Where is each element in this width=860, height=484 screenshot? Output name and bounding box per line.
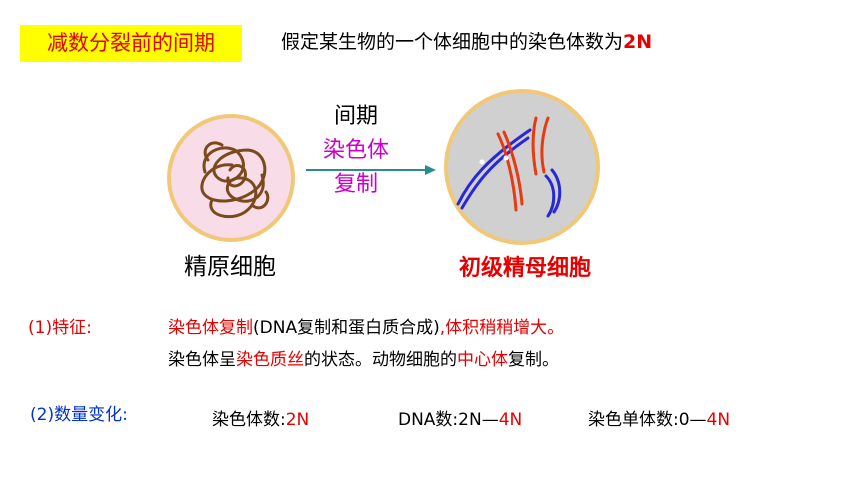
dna-count: 4N (498, 410, 523, 430)
left-cell-label: 精原细胞 (184, 254, 276, 280)
section-title: 减数分裂前的间期 (20, 25, 242, 62)
chromatin-threads (200, 141, 270, 219)
chromatid-count: 4N (706, 410, 731, 430)
features-line2: 染色体呈染色质丝的状态。动物细胞的中心体复制。 (168, 350, 559, 370)
cell-diagram (167, 89, 600, 245)
feature-dna-protein: (DNA复制和蛋白质合成) (253, 318, 440, 338)
premise-label: 假定某生物的一个体细胞中的染色体数为 (281, 31, 624, 53)
replication-arrow (306, 165, 436, 175)
feature-size: ,体积稍稍增大。 (439, 318, 565, 338)
feature-chromatin: 染色质丝 (236, 350, 304, 370)
process-label-line1: 染色体 (322, 138, 389, 163)
quantity-chromosome: 染色体数:2N (212, 410, 310, 430)
quantity-dna: DNA数:2N—4N (398, 410, 523, 430)
chromosome-count: 2N (285, 410, 310, 430)
spermatogonium-cell (167, 114, 295, 242)
feature-centrosome: 中心体 (457, 350, 508, 370)
premise-value: 2N (623, 31, 653, 53)
quantity-label: (2)数量变化: (30, 405, 128, 425)
feature-replication: 染色体复制 (168, 318, 253, 338)
features-label: (1)特征: (28, 318, 92, 338)
features-line1: 染色体复制(DNA复制和蛋白质合成),体积稍稍增大。 (168, 313, 564, 343)
quantity-chromatid: 染色单体数:0—4N (588, 410, 731, 430)
premise-text: 假定某生物的一个体细胞中的染色体数为2N (281, 26, 652, 58)
stage-label: 间期 (333, 104, 378, 129)
primary-spermatocyte-cell (444, 89, 600, 245)
right-cell-label: 初级精母细胞 (458, 256, 591, 281)
process-label-line2: 复制 (333, 172, 378, 197)
